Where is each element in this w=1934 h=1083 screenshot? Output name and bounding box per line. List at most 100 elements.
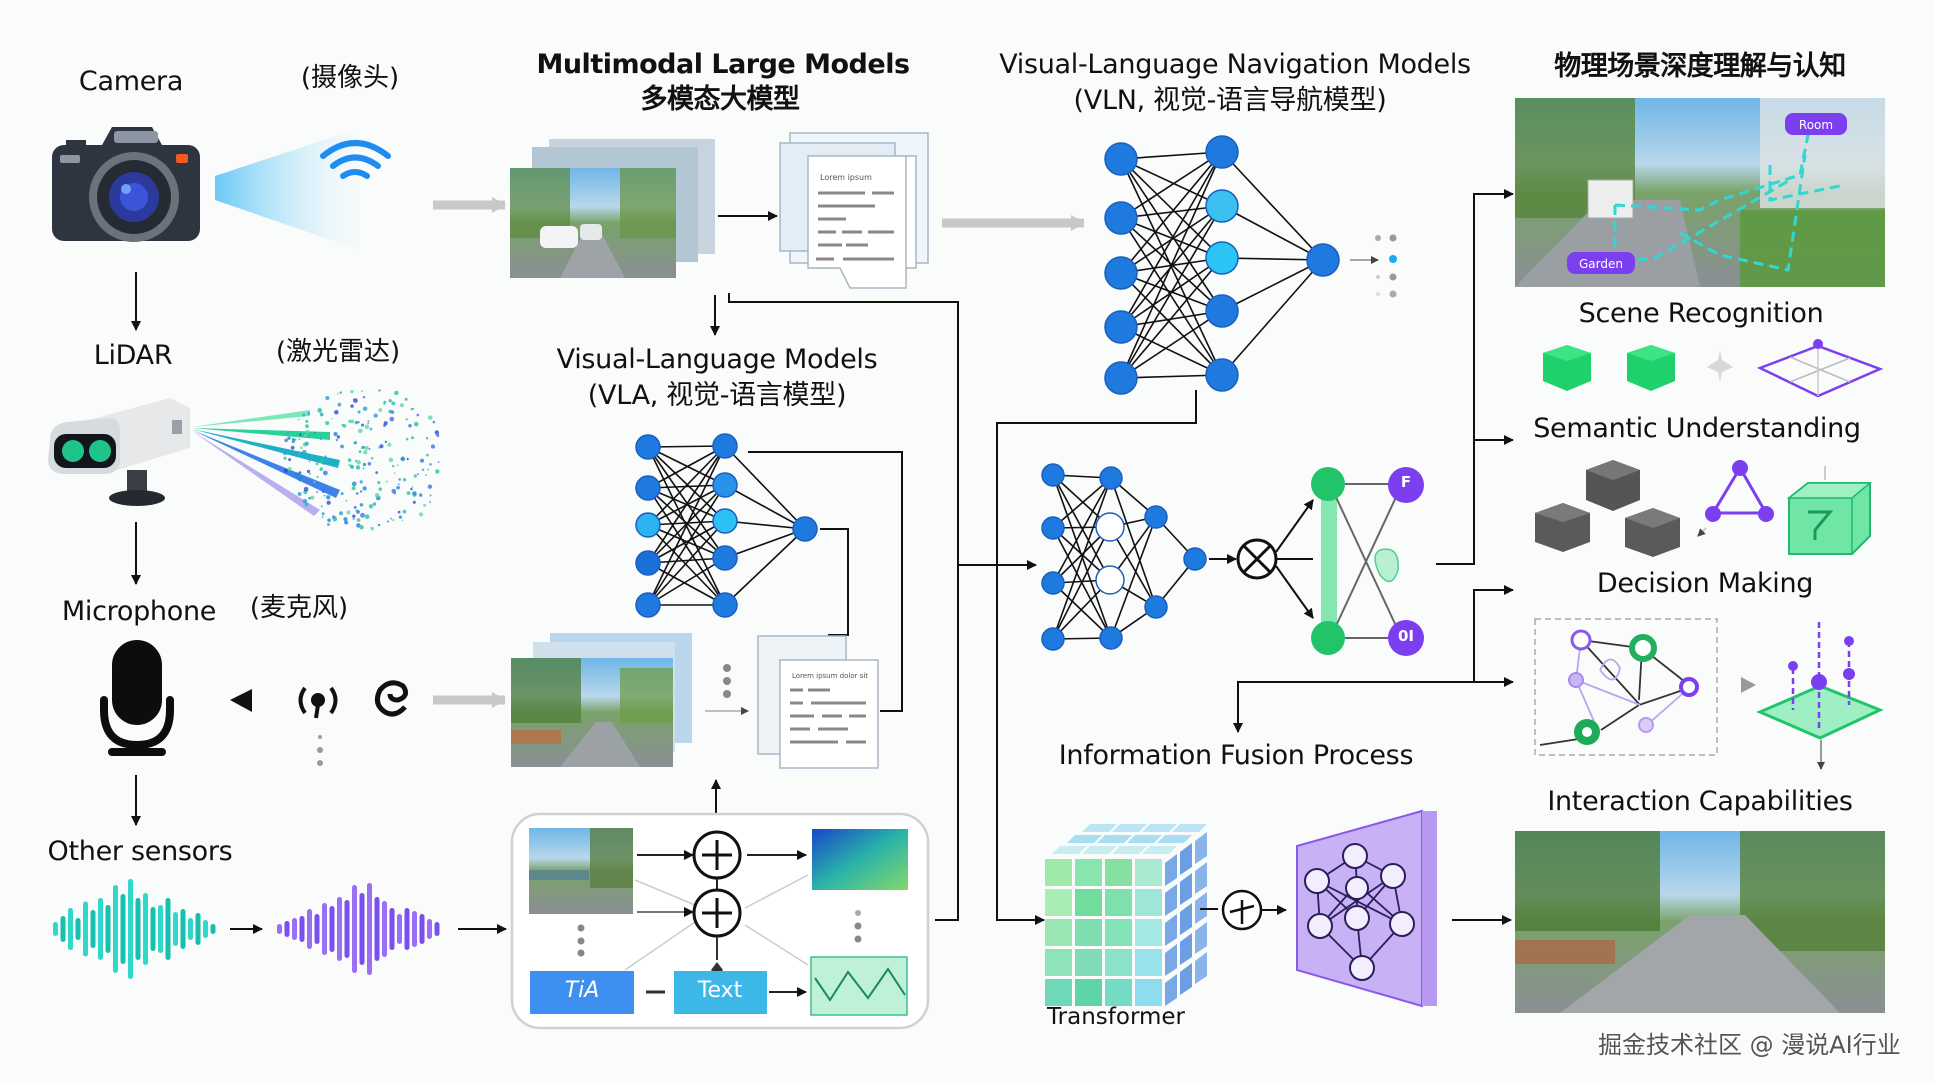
point	[363, 449, 368, 455]
network-node	[1104, 142, 1138, 176]
point	[392, 464, 395, 468]
point-cloud	[283, 389, 440, 531]
point	[417, 473, 419, 475]
play-back-icon	[230, 689, 252, 712]
point	[404, 397, 408, 401]
wave-bar	[412, 911, 417, 947]
wave-bar	[203, 920, 208, 938]
wave-bar	[105, 905, 111, 953]
cube-cell	[1112, 846, 1147, 854]
cube-cell	[1165, 974, 1177, 1006]
wave-bar	[322, 903, 327, 955]
point	[413, 474, 417, 478]
point	[305, 424, 309, 429]
point	[385, 480, 389, 483]
wave-bar	[277, 924, 282, 934]
network-node	[1041, 516, 1065, 540]
point	[295, 472, 300, 477]
point	[331, 417, 334, 420]
point	[357, 421, 360, 424]
network-node	[1144, 595, 1168, 619]
purple-node-bottom-label: 0I	[1397, 627, 1415, 645]
wave-bar	[120, 894, 126, 964]
point	[362, 396, 366, 399]
cube-cell	[1112, 824, 1147, 832]
point	[429, 494, 432, 497]
cube-cell	[1180, 843, 1192, 875]
transformer-label: Transformer	[1046, 1004, 1186, 1030]
point	[383, 400, 387, 404]
point	[392, 519, 395, 522]
cube-cell	[1105, 919, 1132, 946]
point	[355, 492, 359, 495]
wave-bar	[135, 898, 141, 960]
point	[355, 465, 361, 470]
point	[379, 444, 384, 449]
network-node	[1095, 565, 1125, 595]
point	[326, 500, 331, 505]
point	[307, 435, 310, 438]
network-node	[1306, 243, 1340, 277]
cube-cell	[1142, 824, 1177, 832]
cube-cell	[1075, 859, 1102, 886]
point	[367, 420, 370, 423]
point	[323, 494, 326, 497]
point	[424, 474, 427, 477]
point	[324, 455, 327, 458]
point	[396, 464, 399, 467]
multimodal-title-cn: 多模态大模型	[640, 84, 801, 115]
network-node	[712, 508, 738, 534]
point	[350, 464, 353, 468]
point	[302, 498, 308, 504]
point	[352, 398, 355, 401]
cube-cell	[1165, 944, 1177, 976]
cube-cell	[1135, 949, 1162, 976]
other-sensors-label: Other sensors	[47, 836, 233, 867]
point	[346, 510, 351, 515]
point	[310, 495, 315, 500]
point	[350, 404, 354, 408]
cube-cell	[1105, 859, 1132, 886]
point	[357, 428, 363, 434]
point	[357, 510, 360, 513]
fusion-box-links	[624, 874, 809, 971]
point	[368, 448, 371, 451]
cube-cell	[1045, 889, 1072, 916]
point	[423, 503, 427, 507]
wave-bar	[158, 905, 163, 953]
point	[283, 451, 287, 456]
wave-bar	[352, 885, 357, 973]
cube-cell	[1045, 949, 1072, 976]
arrow-to-decision	[1473, 585, 1514, 682]
wave-bar	[150, 907, 156, 951]
point	[434, 430, 440, 435]
point	[398, 515, 403, 519]
point	[412, 500, 416, 504]
sound-swirl-icon	[374, 680, 409, 717]
point	[358, 450, 362, 454]
point	[377, 480, 381, 485]
point	[345, 499, 348, 502]
camera-icon	[52, 127, 360, 250]
point	[362, 467, 365, 470]
point	[297, 418, 300, 421]
fusion-network	[1041, 463, 1207, 651]
wave-bar	[329, 906, 335, 952]
point	[387, 520, 389, 523]
doc-heading-2: Lorem ipsum dolor sit	[792, 672, 868, 680]
text-tile	[674, 971, 767, 1014]
decision-graph	[1534, 618, 1718, 756]
wifi-icon	[320, 140, 391, 179]
point	[427, 415, 433, 420]
point	[362, 486, 367, 491]
microphone-label: Microphone	[61, 596, 217, 627]
cube-cell	[1165, 854, 1177, 886]
network-node	[1205, 135, 1239, 169]
point	[375, 471, 379, 474]
point	[348, 463, 351, 467]
point	[421, 468, 425, 471]
lidar-label: LiDAR	[93, 340, 173, 371]
lidar-label-cn: (激光雷达)	[275, 337, 401, 367]
interaction-plane	[1756, 622, 1884, 770]
